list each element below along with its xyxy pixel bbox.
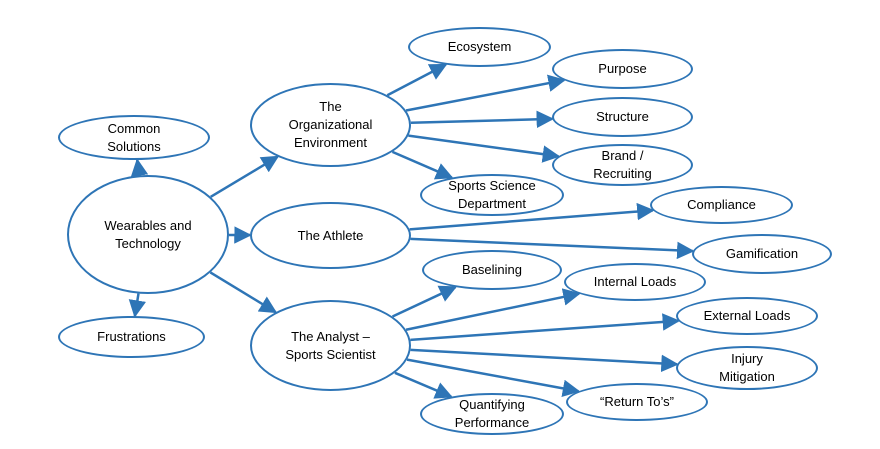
arrow-athlete-to-gamification <box>410 237 695 260</box>
node-analyst: The Analyst – Sports Scientist <box>250 300 411 391</box>
arrow-analyst-to-returnto <box>406 358 581 397</box>
node-sports-science-department: Sports Science Department <box>420 174 564 216</box>
arrow-wearables-to-org <box>210 155 280 198</box>
node-structure: Structure <box>552 97 693 137</box>
node-internal-loads: Internal Loads <box>564 263 706 301</box>
node-organizational-environment: The Organizational Environment <box>250 83 411 167</box>
node-gamification: Gamification <box>692 234 832 274</box>
arrow-analyst-to-external <box>410 313 681 342</box>
arrow-org-to-sportsci <box>391 150 454 180</box>
node-return-tos: “Return To’s” <box>566 383 708 421</box>
arrow-wearables-to-frustrations <box>128 293 147 318</box>
node-compliance: Compliance <box>650 186 793 224</box>
arrow-org-to-purpose <box>405 74 566 112</box>
node-baselining: Baselining <box>422 250 562 290</box>
arrow-athlete-to-compliance <box>409 202 655 231</box>
arrow-analyst-to-quantifying <box>394 371 453 399</box>
node-purpose: Purpose <box>552 49 693 89</box>
node-injury-mitigation: Injury Mitigation <box>676 346 818 390</box>
node-wearables: Wearables and Technology <box>67 175 229 294</box>
node-ecosystem: Ecosystem <box>408 27 551 67</box>
node-quantifying-performance: Quantifying Performance <box>420 393 564 435</box>
node-brand-recruiting: Brand / Recruiting <box>552 144 693 186</box>
node-athlete: The Athlete <box>250 202 411 269</box>
arrow-wearables-to-analyst <box>209 271 278 314</box>
arrow-org-to-brand <box>408 134 561 163</box>
arrow-org-to-structure <box>410 110 555 129</box>
arrow-analyst-to-internal <box>405 288 581 331</box>
arrow-analyst-to-baselining <box>392 285 458 318</box>
arrow-wearables-to-common <box>130 158 149 177</box>
arrow-analyst-to-injury <box>410 348 679 373</box>
node-common-solutions: Common Solutions <box>58 115 210 160</box>
node-external-loads: External Loads <box>676 297 818 335</box>
node-frustrations: Frustrations <box>58 316 205 358</box>
arrow-org-to-ecosystem <box>386 63 448 97</box>
